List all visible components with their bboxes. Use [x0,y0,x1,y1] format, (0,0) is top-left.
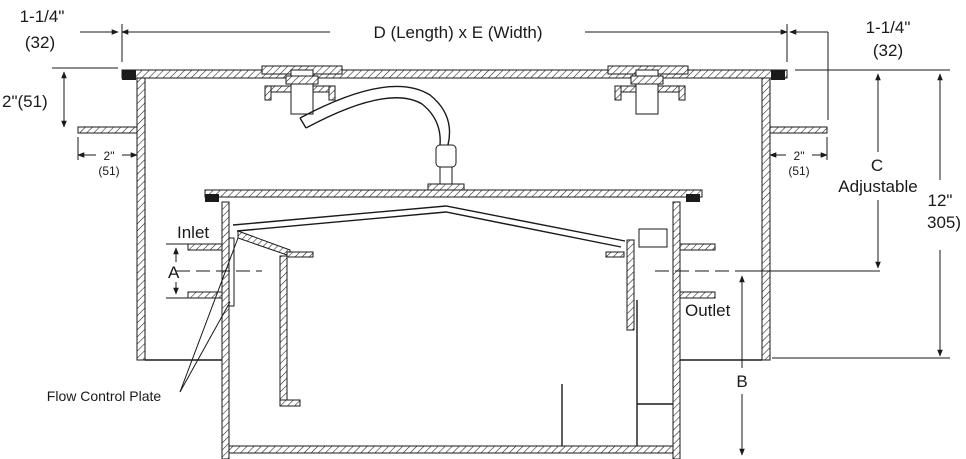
dimension-lines [52,24,950,456]
top-clamp-right [614,69,686,115]
flow-control-plate-label: Flow Control Plate [47,388,162,404]
right-ext-mm-label: (51) [788,164,809,178]
inner-tank [221,201,681,459]
a-dimension-label: A [168,263,180,282]
outer-housing [77,77,828,361]
flex-hose [299,85,465,191]
labels: D (Length) x E (Width) 1-1/4" (32) 1-1/4… [2,7,961,404]
left-ext-mm-label: (51) [98,164,119,178]
inlet-pipe [187,230,291,307]
left-height-label: 2"(51) [2,92,48,111]
top-clamp-left [264,69,336,115]
left-flange-label: 1-1/4" [20,7,65,26]
inlet-label: Inlet [177,223,209,242]
outlet-label: Outlet [685,301,731,320]
c-dimension-label: C [871,156,883,175]
top-dimension-label: D (Length) x E (Width) [373,23,542,42]
total-height-label: 12" [928,191,953,210]
inner-lid [204,189,703,248]
top-frame [121,65,788,80]
right-ext-label: 2" [794,149,805,163]
right-flange-label: 1-1/4" [866,18,911,37]
right-flange-mm-label: (32) [873,41,903,60]
total-height-mm-label: 305) [927,213,961,232]
inlet-baffle [279,251,314,407]
outlet-assembly [561,228,716,446]
b-dimension-label: B [736,372,747,391]
c-note-label: Adjustable [838,177,917,196]
left-flange-mm-label: (32) [25,33,55,52]
left-ext-label: 2" [104,149,115,163]
